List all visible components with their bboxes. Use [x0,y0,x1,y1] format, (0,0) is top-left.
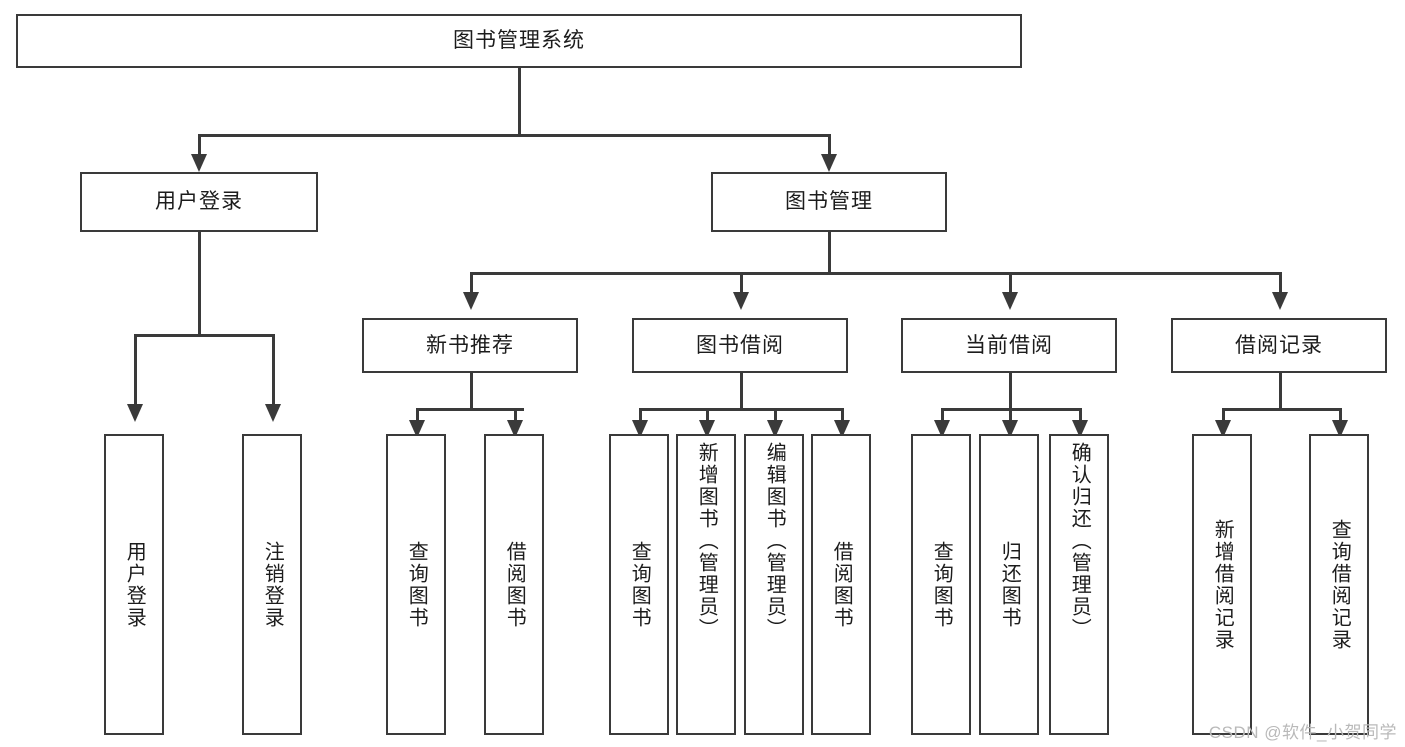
node-label: 确认归还（管理员） [1068,442,1091,640]
connector-to-book-borrow [740,272,743,296]
arrow-to-new-book [463,292,479,310]
node-label: 新书推荐 [426,333,514,357]
arrow-leaf-cb-confirm [1072,420,1088,438]
leaf-br-add-record[interactable]: 新增借阅记录 [1192,434,1252,735]
leaf-br-query-record[interactable]: 查询借阅记录 [1309,434,1369,735]
leaf-logout[interactable]: 注销登录 [242,434,302,735]
arrow-leaf-cb-query [934,420,950,438]
node-label: 借阅图书 [830,540,853,629]
node-label: 图书管理 [785,190,873,214]
node-label: 查询图书 [405,540,428,629]
node-label: 新增借阅记录 [1211,518,1234,651]
connector-to-new-book [470,272,473,296]
leaf-bb-query-book[interactable]: 查询图书 [609,434,669,735]
leaf-bb-add-book-admin[interactable]: 新增图书（管理员） [676,434,736,735]
connector-new-book-bar [416,408,524,411]
node-label: 查询借阅记录 [1328,518,1351,651]
arrow-to-current-borrow [1002,292,1018,310]
node-label: 查询图书 [930,540,953,629]
arrow-leaf-bb-query [632,420,648,438]
leaf-nb-query-book[interactable]: 查询图书 [386,434,446,735]
leaf-nb-borrow-book[interactable]: 借阅图书 [484,434,544,735]
node-book-borrow[interactable]: 图书借阅 [632,318,848,373]
connector-to-book-manage [828,134,831,158]
arrow-to-book-borrow [733,292,749,310]
arrow-to-borrow-record [1272,292,1288,310]
arrow-leaf-br-add [1215,420,1231,438]
arrow-leaf-bb-borrow [834,420,850,438]
connector-new-book-stem [470,373,473,410]
connector-cb-l1 [941,408,944,426]
arrow-leaf-logout [265,404,281,422]
connector-to-borrow-record [1279,272,1282,296]
connector-bb-l4 [841,408,844,426]
node-label: 用户登录 [123,540,146,629]
node-root-system[interactable]: 图书管理系统 [16,14,1022,68]
connector-cb-l3 [1079,408,1082,426]
connector-book-borrow-bar [639,408,841,411]
arrow-to-user-login [191,154,207,172]
leaf-bb-edit-book-admin[interactable]: 编辑图书（管理员） [744,434,804,735]
arrow-leaf-bb-add [699,420,715,438]
connector-borrow-record-stem [1279,373,1282,410]
arrow-leaf-br-query [1332,420,1348,438]
connector-borrow-record-bar [1222,408,1339,411]
leaf-user-login[interactable]: 用户登录 [104,434,164,735]
csdn-watermark: CSDN @软件_小贺同学 [1208,723,1397,742]
node-label: 新增图书（管理员） [695,442,718,640]
node-label: 当前借阅 [965,333,1053,357]
leaf-cb-confirm-return-admin[interactable]: 确认归还（管理员） [1049,434,1109,735]
connector-user-login-stem [198,232,201,336]
connector-br-l2 [1339,408,1342,426]
node-label: 归还图书 [998,540,1021,629]
node-new-book-recommend[interactable]: 新书推荐 [362,318,578,373]
node-current-borrow[interactable]: 当前借阅 [901,318,1117,373]
connector-bb-l1 [639,408,642,426]
node-label: 编辑图书（管理员） [763,442,786,640]
connector-root-bar [198,134,830,137]
connector-bb-l3 [774,408,777,426]
connector-book-borrow-stem [740,373,743,410]
connector-user-login-right [272,334,275,408]
connector-user-login-left [134,334,137,408]
connector-bb-l2 [706,408,709,426]
arrow-leaf-cb-return [1002,420,1018,438]
arrow-leaf-bb-edit [767,420,783,438]
connector-cb-l2 [1009,408,1012,426]
connector-br-l1 [1222,408,1225,426]
arrow-to-book-manage [821,154,837,172]
connector-book-manage-stem [828,232,831,274]
arrow-leaf-nb-query [409,420,425,438]
node-label: 用户登录 [155,190,243,214]
connector-new-book-l1 [416,408,419,426]
node-user-login[interactable]: 用户登录 [80,172,318,232]
connector-to-current-borrow [1009,272,1012,296]
node-label: 注销登录 [261,540,284,629]
arrow-leaf-nb-borrow [507,420,523,438]
node-label: 借阅记录 [1235,333,1323,357]
node-borrow-record[interactable]: 借阅记录 [1171,318,1387,373]
connector-user-login-bar [134,334,272,337]
node-label: 图书管理系统 [453,29,585,53]
connector-current-borrow-stem [1009,373,1012,410]
node-book-manage[interactable]: 图书管理 [711,172,947,232]
leaf-cb-return-book[interactable]: 归还图书 [979,434,1039,735]
node-label: 借阅图书 [503,540,526,629]
connector-root-stem [518,68,521,136]
arrow-leaf-user-login [127,404,143,422]
node-label: 查询图书 [628,540,651,629]
node-label: 图书借阅 [696,333,784,357]
connector-to-user-login [198,134,201,158]
connector-new-book-l2 [514,408,517,426]
connector-book-manage-bar [470,272,1280,275]
leaf-bb-borrow-book[interactable]: 借阅图书 [811,434,871,735]
leaf-cb-query-book[interactable]: 查询图书 [911,434,971,735]
